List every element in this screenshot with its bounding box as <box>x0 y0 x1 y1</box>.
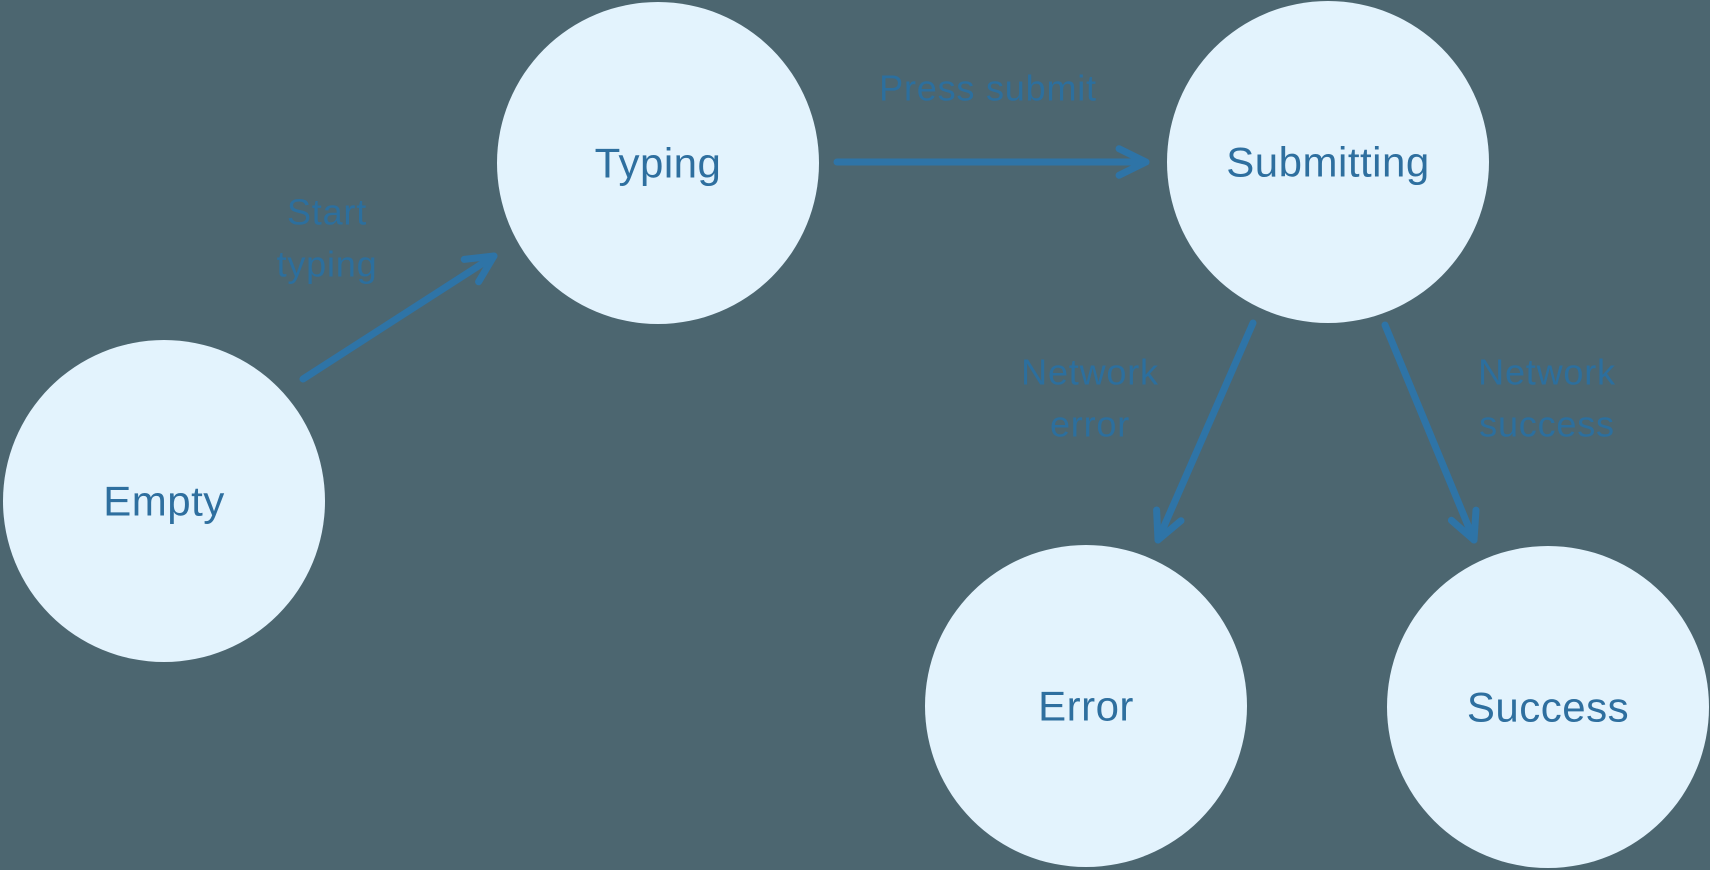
transition-label: typing <box>277 244 378 285</box>
state-node-error: Error <box>925 545 1247 867</box>
transition-arrow-line <box>1381 321 1478 544</box>
state-node-typing: Typing <box>497 2 819 324</box>
state-node-submitting: Submitting <box>1167 1 1489 323</box>
transition-arrow-line <box>299 252 498 383</box>
transition-arrowhead-icon <box>1447 506 1480 544</box>
state-circle <box>1167 1 1489 323</box>
transition-arrowhead-icon <box>1115 145 1150 179</box>
state-node-empty: Empty <box>3 340 325 662</box>
transition-label: success <box>1479 404 1615 445</box>
state-circle <box>1387 546 1709 868</box>
state-label: Typing <box>595 140 722 187</box>
state-node-success: Success <box>1387 546 1709 868</box>
state-label: Success <box>1467 684 1629 731</box>
transition-typing-to-submitting: Press submit <box>833 68 1150 179</box>
transition-label: Network <box>1021 352 1159 393</box>
state-label: Error <box>1038 683 1134 730</box>
state-circle <box>3 340 325 662</box>
transition-label: Network <box>1478 352 1616 393</box>
transition-label: error <box>1050 404 1130 445</box>
transition-arrowhead-icon <box>1153 506 1185 544</box>
transition-arrowhead-icon <box>460 252 498 286</box>
transition-label: Press submit <box>879 68 1097 109</box>
transition-label: Start <box>287 192 367 233</box>
state-label: Empty <box>103 478 225 525</box>
transition-arrow-line <box>1154 319 1257 544</box>
state-circle <box>497 2 819 324</box>
transition-submitting-to-success: Network success <box>1381 321 1616 544</box>
state-label: Submitting <box>1226 139 1429 186</box>
transition-submitting-to-error: Network error <box>1021 319 1257 544</box>
transition-empty-to-typing: Start typing <box>277 192 498 383</box>
state-circle <box>925 545 1247 867</box>
